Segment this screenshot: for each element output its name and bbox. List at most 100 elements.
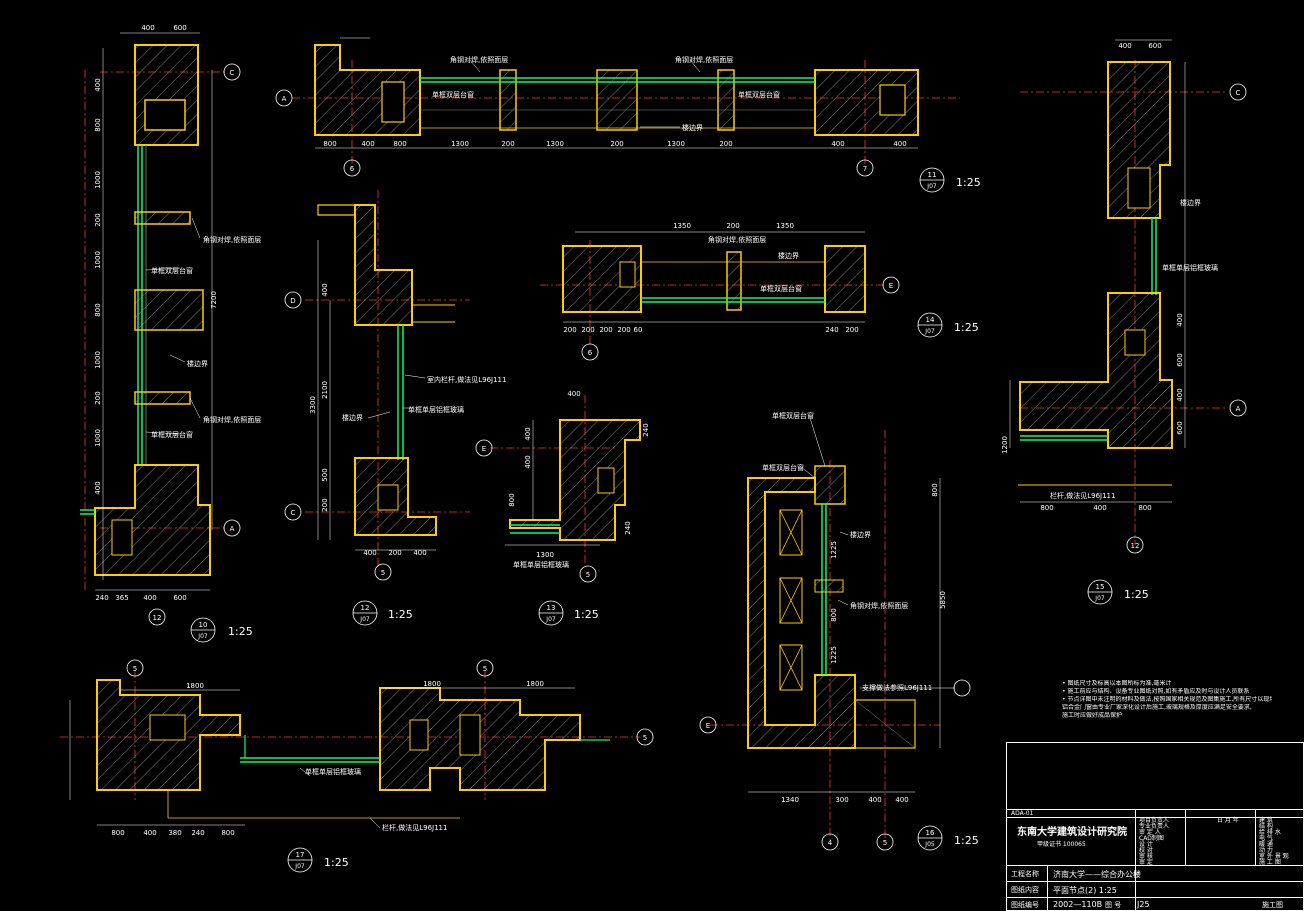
sheet-no: J25 <box>1137 900 1150 909</box>
note-text: 楼边界 <box>682 123 703 132</box>
note-text: 单框双层台窗 <box>151 430 193 439</box>
dim-text: 240 <box>624 521 632 534</box>
dim-text: 1340 <box>781 796 799 804</box>
dim-text: 200 <box>388 549 401 557</box>
note-text: 室内栏杆,做法见L96J111 <box>427 375 506 384</box>
axis-label: E <box>889 282 893 290</box>
dim-text: 365 <box>115 594 128 602</box>
dim-text: 800 <box>830 608 838 621</box>
note-text: 单框单层铝框玻璃 <box>513 560 569 569</box>
note-text: 楼边界 <box>187 359 208 368</box>
detail-11-callout <box>919 167 945 193</box>
detail-12-callout <box>352 600 378 626</box>
dim-text: 1350 <box>776 222 794 230</box>
dim-text: 400 <box>361 140 374 148</box>
dim-text: 400 <box>363 549 376 557</box>
dim-text: 200 <box>581 326 594 334</box>
note-text: 楼边界 <box>778 251 799 260</box>
dim-text: 400 <box>1176 388 1184 401</box>
dim-text: 600 <box>1176 421 1184 434</box>
dim-text: 1225 <box>830 646 838 664</box>
detail-15-callout <box>1087 579 1113 605</box>
note-line: • 施工前应与结构、设备专业图纸对照,如有矛盾应及时与设计人员联系 <box>1062 688 1250 695</box>
callout-sheet: J07 <box>1094 595 1105 602</box>
detail-11 <box>275 37 960 177</box>
detail-13-callout <box>538 600 564 626</box>
role-list: 项目负责人 专业负责人 审 定 人 CAD制图 设 计 校 对 审 核 审 定 <box>1139 817 1170 866</box>
detail-13 <box>475 395 641 583</box>
axis-label: 5 <box>133 665 137 673</box>
dim-text: 800 <box>111 829 124 837</box>
dim-text: 5850 <box>939 591 947 609</box>
axis-label: A <box>230 525 235 533</box>
dim-text: 400 <box>94 481 102 494</box>
org-name: 东南大学建筑设计研究院 <box>1017 827 1127 838</box>
scale-label: 1:25 <box>228 625 253 638</box>
callout-sheet: J07 <box>294 863 305 870</box>
dim-text: 800 <box>931 483 939 496</box>
note-text: 栏杆,做法见L96J111 <box>1050 491 1115 500</box>
dim-text: 800 <box>1040 504 1053 512</box>
drawing-label: 图纸内容 <box>1011 886 1039 894</box>
axis-bubble <box>223 63 241 81</box>
axis-label: C <box>230 69 235 77</box>
note-text: 楼边界 <box>1180 198 1201 207</box>
callout-number: 11 <box>928 171 937 179</box>
header-code: ADA-01 <box>1011 810 1034 817</box>
dim-text: 400 <box>143 594 156 602</box>
dim-text: 240 <box>191 829 204 837</box>
dim-text: 400 <box>321 283 329 296</box>
callout-sheet: J07 <box>545 616 556 623</box>
dim-text: 200 <box>719 140 732 148</box>
discipline-list: 建 筑 结 构 给 排 水 电 气 暖 通 动 力 室 外 景 观 施 工 图 <box>1259 817 1289 866</box>
note-text: 角钢对焊,依照面层 <box>708 235 766 244</box>
drawing-no-label: 图纸编号 <box>1011 901 1039 909</box>
dim-text: 400 <box>831 140 844 148</box>
dim-text: 400 <box>143 829 156 837</box>
note-text: 角钢对焊,依照面层 <box>203 415 261 424</box>
scale-label: 1:25 <box>956 176 981 189</box>
general-notes: • 图纸尺寸及标高以本图所标为准,毫米计 • 施工前应与结构、设备专业图纸对照,… <box>1062 680 1272 720</box>
scale-label: 1:25 <box>954 834 979 847</box>
dim-text: 380 <box>168 829 181 837</box>
note-text: 角钢对焊,依照面层 <box>203 235 261 244</box>
dim-text: 240 <box>825 326 838 334</box>
dim-text: 200 <box>599 326 612 334</box>
axis-label: 5 <box>586 571 590 579</box>
dim-text: 800 <box>1138 504 1151 512</box>
note-text: 角钢对焊,依照面层 <box>450 55 508 64</box>
dim-text: 200 <box>563 326 576 334</box>
note-text: 栏杆,做法见L96J111 <box>382 823 447 832</box>
axis-label: 4 <box>828 839 833 847</box>
dim-text: 400 <box>567 390 580 398</box>
sheet-label: 图 号 <box>1105 901 1122 909</box>
dim-text: 800 <box>323 140 336 148</box>
dim-text: 1200 <box>1001 436 1009 454</box>
axis-bubble <box>148 608 166 626</box>
dim-text: 1800 <box>526 680 544 688</box>
dim-text: 400 <box>141 24 154 32</box>
detail-17 <box>60 659 654 829</box>
detail-16-callout <box>917 825 943 851</box>
axis-label: 6 <box>588 349 593 357</box>
axis-label: E <box>482 445 486 453</box>
dim-text: 400 <box>1093 504 1106 512</box>
dim-text: 400 <box>524 427 532 440</box>
note-text: 单框双层台窗 <box>151 266 193 275</box>
dim-text: 1225 <box>830 541 838 559</box>
dim-text: 1000 <box>94 251 102 269</box>
axis-label: 5 <box>483 665 487 673</box>
axis-label: 5 <box>883 839 887 847</box>
dim-text: 240 <box>642 423 650 436</box>
dim-text: 1300 <box>451 140 469 148</box>
callout-number: 13 <box>547 604 556 612</box>
scale-label: 1:25 <box>1124 588 1149 601</box>
dim-text: 400 <box>868 796 881 804</box>
dim-text: 400 <box>893 140 906 148</box>
dim-text: 800 <box>393 140 406 148</box>
note-text: 单框双层台窗 <box>432 90 474 99</box>
dim-text: 1800 <box>423 680 441 688</box>
callout-number: 10 <box>199 621 208 629</box>
dim-text: 400 <box>94 78 102 91</box>
